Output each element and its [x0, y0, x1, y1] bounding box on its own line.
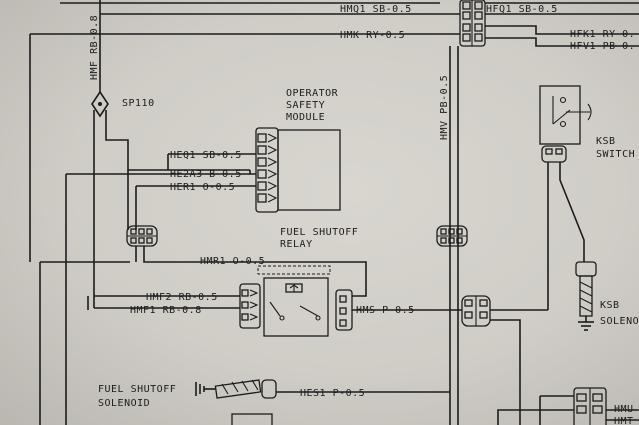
ksb-solenoid-label-2: SOLENO	[600, 316, 639, 327]
wire-label-hmf: HMF RB-0.8	[89, 15, 100, 80]
inline-connector-hms	[461, 295, 491, 327]
wire-label-hmk: HMK RY-0.5	[340, 30, 405, 41]
wire-label-her1: HER1 O-0.5	[170, 182, 235, 193]
fuel-shutoff-solenoid	[195, 379, 277, 399]
wire-label-hms: HMS P-0.5	[356, 305, 415, 316]
operator-safety-module	[255, 127, 341, 213]
ksb-switch-label-2: SWITCH	[596, 149, 635, 160]
osm-title-2: SAFETY	[286, 100, 325, 111]
fss-title-2: SOLENOID	[98, 398, 150, 409]
wire-label-he2a3: HE2A3 B-0.5	[170, 169, 242, 180]
top-connector	[459, 0, 486, 47]
osm-title-3: MODULE	[286, 112, 325, 123]
wire-label-hmf1: HMF1 RB-0.8	[130, 305, 202, 316]
ksb-switch-label-1: KSB	[596, 136, 616, 147]
wire-label-hmf2: HMF2 RB-0.5	[146, 292, 218, 303]
fsr-title-2: RELAY	[280, 239, 313, 250]
wire-label-hfq1: HFQ1 SB-0.5	[486, 4, 558, 15]
bottom-right-connector	[573, 387, 607, 425]
ksb-solenoid	[575, 261, 597, 331]
wire-label-heq1: HEQ1 SB-0.5	[170, 150, 242, 161]
inline-connector-left	[126, 225, 158, 247]
wire-label-hfv1: HFV1 PB-0.	[570, 41, 635, 52]
wire-label-hmt: HMT	[614, 416, 634, 425]
wire-label-hmr1: HMR1 O-0.5	[200, 256, 265, 267]
wire-label-hmv: HMV PB-0.5	[439, 75, 450, 140]
wire-label-hes1: HES1 P-0.5	[300, 388, 365, 399]
inline-connector-hmv	[436, 225, 468, 247]
splice-label-sp110: SP110	[122, 98, 155, 109]
fuel-shutoff-relay	[239, 265, 353, 337]
wire-label-hmu: HMU	[614, 404, 634, 415]
fss-title-1: FUEL SHUTOFF	[98, 384, 176, 395]
splice-sp110	[91, 90, 109, 118]
wire-label-hfk1: HFK1 RY-0.	[570, 29, 635, 40]
ksb-switch	[539, 85, 592, 163]
wire-label-hmq1: HMQ1 SB-0.5	[340, 4, 412, 15]
ksb-solenoid-label-1: KSB	[600, 300, 620, 311]
osm-title-1: OPERATOR	[286, 88, 339, 99]
fsr-title-1: FUEL SHUTOFF	[280, 227, 358, 238]
